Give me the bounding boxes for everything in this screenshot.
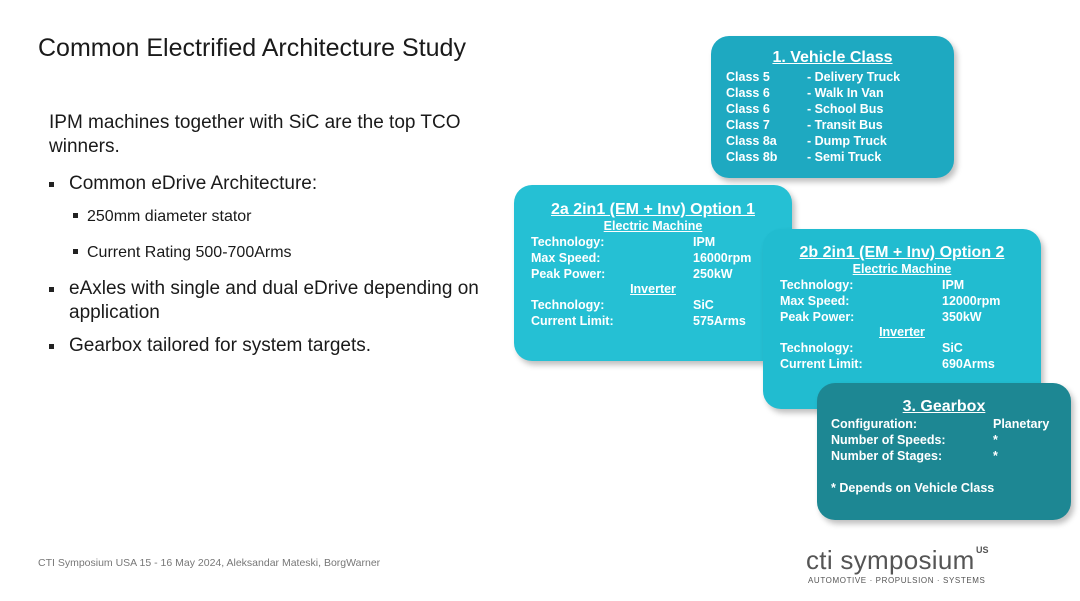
logo-wordmark: cti symposium (806, 545, 975, 575)
spec-value: Planetary (993, 417, 1050, 431)
bullet-text: eAxles with single and dual eDrive depen… (69, 278, 479, 323)
spec-value: IPM (942, 278, 965, 292)
spec-label: Max Speed: (531, 251, 601, 265)
class-description: - Dump Truck (807, 134, 887, 148)
logo-region: US (976, 545, 989, 555)
vehicle-class-row: Class 6 - Walk In Van (711, 85, 954, 101)
spec-label: Technology: (531, 235, 605, 249)
bullet-text: Current Rating 500-700Arms (87, 244, 292, 261)
spec-label: Technology: (780, 341, 854, 355)
spec-row: Peak Power: 350kW (763, 309, 1041, 325)
class-description: - School Bus (807, 102, 884, 116)
spec-row: Technology: SiC (763, 340, 1041, 356)
spec-row: Current Limit: 690Arms (763, 356, 1041, 372)
class-description: - Transit Bus (807, 118, 883, 132)
bullet-item: Gearbox tailored for system targets. (49, 334, 489, 358)
footer-text: CTI Symposium USA 15 - 16 May 2024, Alek… (38, 557, 381, 569)
spec-row: Number of Stages: * (817, 448, 1071, 464)
bullet-text: 250mm diameter stator (87, 208, 252, 225)
spec-value: 12000rpm (942, 294, 1001, 308)
bullet-marker-icon (73, 249, 78, 254)
electric-machine-label: Electric Machine (852, 262, 952, 276)
bullet-item: Common eDrive Architecture: (49, 172, 489, 196)
spec-row: Peak Power: 250kW (514, 266, 792, 282)
spec-value: 575Arms (693, 314, 746, 328)
inverter-label: Inverter (879, 325, 925, 339)
spec-value: 16000rpm (693, 251, 752, 265)
spec-row: Configuration: Planetary (817, 416, 1071, 432)
spec-row: Technology: IPM (514, 234, 792, 250)
class-description: - Delivery Truck (807, 70, 901, 84)
sub-bullet-item: 250mm diameter stator (49, 205, 489, 229)
note-text: * Depends on Vehicle Class (831, 481, 995, 495)
spec-row: Technology: SiC (514, 297, 792, 313)
slide-title: Common Electrified Architecture Study (38, 34, 466, 62)
spec-value: IPM (693, 235, 716, 249)
spec-label: Technology: (531, 298, 605, 312)
inverter-label: Inverter (630, 282, 676, 296)
class-label: Class 6 (726, 86, 770, 100)
spec-row: Max Speed: 16000rpm (514, 250, 792, 266)
class-label: Class 5 (726, 70, 770, 84)
vehicle-class-row: Class 8a - Dump Truck (711, 133, 954, 149)
spec-row: Current Limit: 575Arms (514, 313, 792, 329)
spec-value: * (993, 449, 998, 463)
electric-machine-label: Electric Machine (603, 219, 703, 233)
bullet-list: Common eDrive Architecture: 250mm diamet… (49, 172, 489, 367)
spec-value: * (993, 433, 998, 447)
bullet-marker-icon (49, 287, 54, 292)
spec-label: Configuration: (831, 417, 918, 431)
vehicle-class-row: Class 6 - School Bus (711, 101, 954, 117)
spec-row: Number of Speeds: * (817, 432, 1071, 448)
spec-label: Max Speed: (780, 294, 850, 308)
class-label: Class 8a (726, 134, 777, 148)
spec-value: SiC (693, 298, 714, 312)
spec-row: Max Speed: 12000rpm (763, 293, 1041, 309)
spec-label: Number of Stages: (831, 449, 943, 463)
vehicle-class-heading: 1. Vehicle Class (772, 49, 893, 66)
vehicle-class-row: Class 7 - Transit Bus (711, 117, 954, 133)
gearbox-box: 3. Gearbox Configuration: Planetary Numbe… (817, 383, 1071, 520)
cti-symposium-logo: cti symposium US AUTOMOTIVE · PROPULSION… (806, 545, 1006, 590)
class-label: Class 8b (726, 150, 778, 164)
bullet-marker-icon (73, 213, 78, 218)
option2-box: 2b 2in1 (EM + Inv) Option 2 Electric Mac… (763, 229, 1041, 409)
class-label: Class 7 (726, 118, 770, 132)
bullet-marker-icon (49, 182, 54, 187)
class-description: - Semi Truck (807, 150, 882, 164)
vehicle-class-row: Class 5 - Delivery Truck (711, 69, 954, 85)
gearbox-note: * Depends on Vehicle Class (817, 480, 1071, 496)
option1-heading: 2a 2in1 (EM + Inv) Option 1 (550, 201, 756, 218)
option2-heading: 2b 2in1 (EM + Inv) Option 2 (799, 244, 1005, 261)
lead-text: IPM machines together with SiC are the t… (49, 112, 461, 157)
class-description: - Walk In Van (807, 86, 884, 100)
option1-box: 2a 2in1 (EM + Inv) Option 1 Electric Mac… (514, 185, 792, 361)
gearbox-heading: 3. Gearbox (902, 398, 986, 415)
sub-bullet-item: Current Rating 500-700Arms (49, 241, 489, 265)
spec-value: 250kW (693, 267, 733, 281)
spec-value: 350kW (942, 310, 982, 324)
spec-value: 690Arms (942, 357, 995, 371)
spec-label: Peak Power: (780, 310, 855, 324)
bullet-text: Common eDrive Architecture: (69, 173, 318, 194)
spec-row: Technology: IPM (763, 277, 1041, 293)
spec-label: Number of Speeds: (831, 433, 946, 447)
bullet-text: Gearbox tailored for system targets. (69, 335, 372, 356)
spec-label: Current Limit: (531, 314, 614, 328)
vehicle-class-box: 1. Vehicle Class Class 5 - Delivery Truck… (711, 36, 954, 178)
bullet-marker-icon (49, 344, 54, 349)
spec-label: Technology: (780, 278, 854, 292)
bullet-item: eAxles with single and dual eDrive depen… (49, 277, 489, 325)
logo-tagline: AUTOMOTIVE · PROPULSION · SYSTEMS (808, 576, 986, 585)
spec-label: Peak Power: (531, 267, 606, 281)
spec-value: SiC (942, 341, 963, 355)
spec-label: Current Limit: (780, 357, 863, 371)
class-label: Class 6 (726, 102, 770, 116)
vehicle-class-row: Class 8b - Semi Truck (711, 149, 954, 165)
